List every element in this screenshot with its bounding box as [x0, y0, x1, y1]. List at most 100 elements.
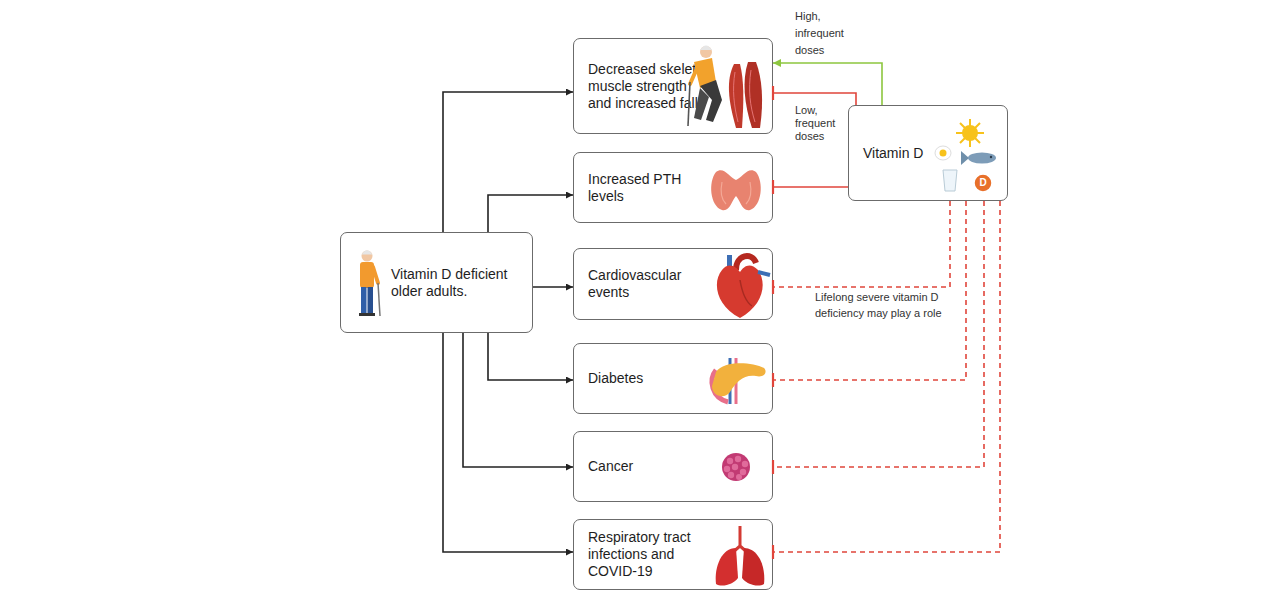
- older-adult-icon: [362, 250, 373, 254]
- older-adult-icon: [359, 250, 380, 316]
- pancreas-icon: [729, 358, 732, 404]
- older-adult-icon: [359, 313, 367, 316]
- outcome-box: Increased PTH levels: [573, 152, 773, 223]
- parathyroid-icon: [711, 170, 761, 210]
- parathyroid-icon: [721, 182, 726, 204]
- outcome-box: Cardiovascular events: [573, 248, 773, 320]
- milk-glass-icon: [943, 170, 957, 191]
- egg-icon: [940, 150, 947, 157]
- falling-man-icon: [700, 46, 712, 51]
- parathyroid-icon: [746, 182, 751, 204]
- connector-label: Lifelong severe vitamin D deficiency may…: [815, 289, 965, 321]
- sun-icon: [962, 125, 978, 141]
- pancreas-icon: [712, 358, 766, 404]
- muscle-icon: [750, 70, 755, 122]
- older-adult-icon: [362, 251, 373, 262]
- supplement-pill-icon: [974, 174, 992, 192]
- node-text: Decreased skeletal muscle strength and i…: [588, 61, 710, 112]
- connector-group: [443, 63, 1000, 552]
- pancreas-icon: [712, 363, 766, 396]
- older-adult-icon: [378, 283, 380, 316]
- fish-icon: [990, 156, 992, 158]
- node-text: Diabetes: [588, 370, 698, 387]
- parathyroid-icon: [711, 170, 761, 210]
- possible-inhibition-line: [773, 201, 1000, 552]
- older-adult-icon: [360, 262, 374, 288]
- fish-icon: [968, 153, 996, 164]
- falling-man-icon: [690, 66, 698, 84]
- fish-icon: [961, 151, 969, 165]
- node-text: Cancer: [588, 458, 698, 475]
- population-box: Vitamin D deficient older adults.: [340, 232, 533, 333]
- falling-man-icon: [688, 46, 722, 127]
- connector-label: High, infrequent doses: [795, 8, 857, 59]
- promoting-arrow: [773, 63, 882, 105]
- supplement-pill-icon: [974, 174, 992, 192]
- falling-man-icon: [700, 80, 722, 122]
- muscle-icon: [734, 72, 738, 122]
- cancer-cell-icon: [732, 464, 738, 470]
- falling-man-icon: [694, 88, 709, 120]
- outcome-box: Diabetes: [573, 343, 773, 414]
- outcome-box: Respiratory tract infections and COVID-1…: [573, 519, 773, 590]
- older-adult-icon: [373, 267, 378, 283]
- cancer-cell-icon: [727, 458, 733, 464]
- causal-arrow: [443, 92, 573, 232]
- possible-inhibition-line: [773, 201, 966, 380]
- node-text: Vitamin D deficient older adults.: [391, 266, 519, 300]
- heart-icon: [717, 266, 763, 318]
- muscle-icon: [745, 62, 763, 128]
- outcome-box: Cancer: [573, 431, 773, 502]
- milk-glass-icon: [943, 170, 957, 191]
- inhibition-line: [773, 186, 848, 188]
- egg-icon: [935, 146, 951, 160]
- egg-icon: [935, 146, 951, 160]
- lungs-icon: [716, 548, 738, 586]
- heart-icon: [727, 255, 732, 273]
- muscle-icon: [729, 64, 743, 128]
- possible-inhibition-line: [773, 201, 950, 287]
- cancer-cell-icon: [728, 472, 734, 478]
- heart-icon: [717, 255, 770, 318]
- node-text: Increased PTH levels: [588, 171, 688, 205]
- cancer-cell-icon: [722, 453, 750, 481]
- lungs-icon: [742, 548, 764, 586]
- node-text: Respiratory tract infections and COVID-1…: [588, 529, 708, 580]
- older-adult-icon: [367, 313, 375, 316]
- cancer-cell-icon: [722, 453, 750, 481]
- falling-man-icon: [700, 46, 712, 58]
- cancer-cell-icon: [736, 474, 742, 480]
- inhibition-line: [773, 93, 856, 105]
- heart-icon: [736, 256, 756, 270]
- fish-icon: [961, 151, 996, 165]
- connector-label: Low, frequent doses: [795, 104, 855, 143]
- cancer-cell-icon: [724, 466, 730, 472]
- sun-icon: [956, 119, 984, 147]
- older-adult-icon: [361, 287, 367, 314]
- heart-icon: [758, 272, 770, 275]
- heart-icon: [740, 280, 752, 306]
- possible-inhibition-line: [773, 201, 984, 467]
- outcome-box: Decreased skeletal muscle strength and i…: [573, 38, 773, 134]
- causal-arrow: [533, 286, 573, 288]
- causal-arrow: [443, 333, 573, 552]
- lungs-icon: [732, 526, 748, 553]
- cancer-cell-icon: [735, 456, 741, 462]
- node-text: Vitamin D: [863, 145, 933, 162]
- causal-arrow: [463, 333, 573, 467]
- lungs-icon: [716, 526, 765, 586]
- pancreas-icon: [712, 370, 728, 402]
- cancer-cell-icon: [740, 469, 746, 475]
- sun-icon: [956, 119, 984, 147]
- causal-arrow: [488, 333, 573, 380]
- falling-man-icon: [688, 82, 690, 126]
- intervention-box: Vitamin D: [848, 105, 1008, 201]
- cancer-cell-icon: [742, 461, 748, 467]
- falling-man-icon: [694, 58, 716, 88]
- node-text: Cardiovascular events: [588, 267, 698, 301]
- causal-arrow: [488, 195, 573, 232]
- muscle-icon: [729, 62, 762, 128]
- pancreas-icon: [735, 358, 738, 404]
